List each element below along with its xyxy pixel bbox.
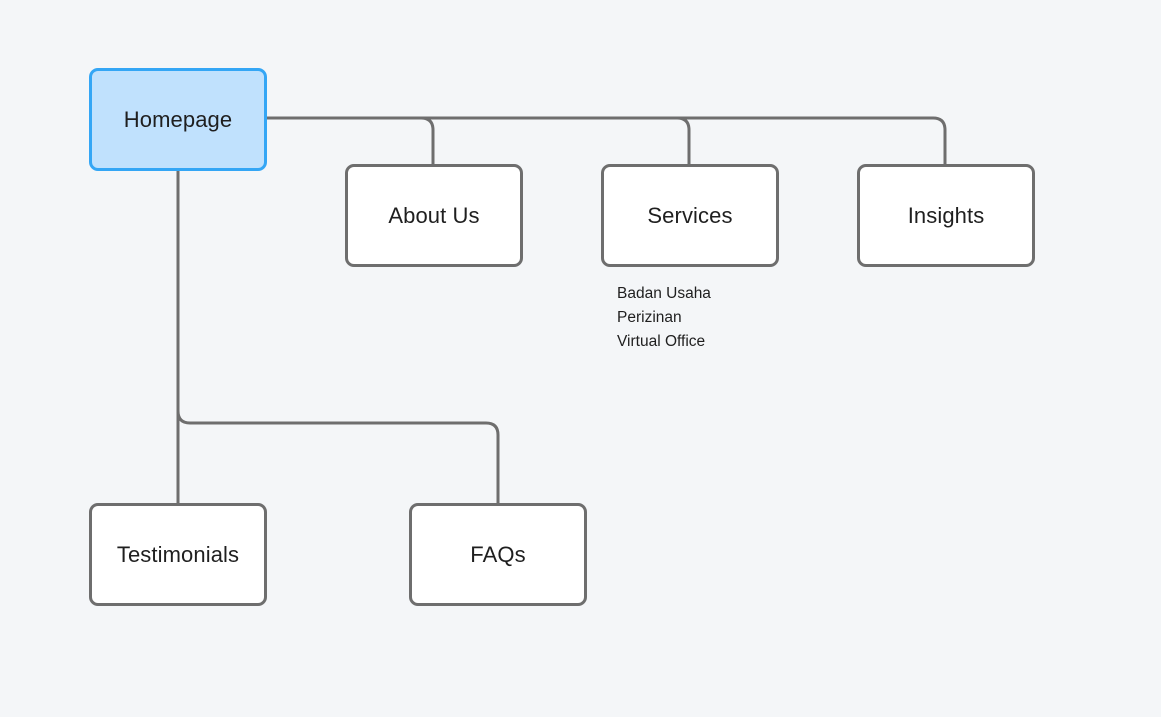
node-services[interactable]: Services	[601, 164, 779, 267]
node-about-us[interactable]: About Us	[345, 164, 523, 267]
connector-homepage-to-insights	[265, 116, 947, 166]
node-label-testimonials: Testimonials	[116, 541, 240, 567]
node-label-insights: Insights	[907, 202, 985, 228]
node-label-about-us: About Us	[388, 202, 480, 228]
connector-homepage-to-about-us	[265, 116, 435, 166]
node-homepage[interactable]: Homepage	[89, 68, 267, 171]
node-insights[interactable]: Insights	[857, 164, 1035, 267]
subitem[interactable]: Virtual Office	[617, 333, 706, 350]
node-label-faqs: FAQs	[470, 541, 526, 567]
connector-homepage-to-faqs	[176, 409, 500, 505]
subitem[interactable]: Badan Usaha	[617, 285, 711, 302]
subitem[interactable]: Perizinan	[617, 309, 682, 326]
node-label-services: Services	[647, 202, 733, 228]
node-testimonials[interactable]: Testimonials	[89, 503, 267, 606]
node-faqs[interactable]: FAQs	[409, 503, 587, 606]
connector-homepage-to-services	[265, 116, 691, 166]
node-label-homepage: Homepage	[123, 106, 233, 132]
